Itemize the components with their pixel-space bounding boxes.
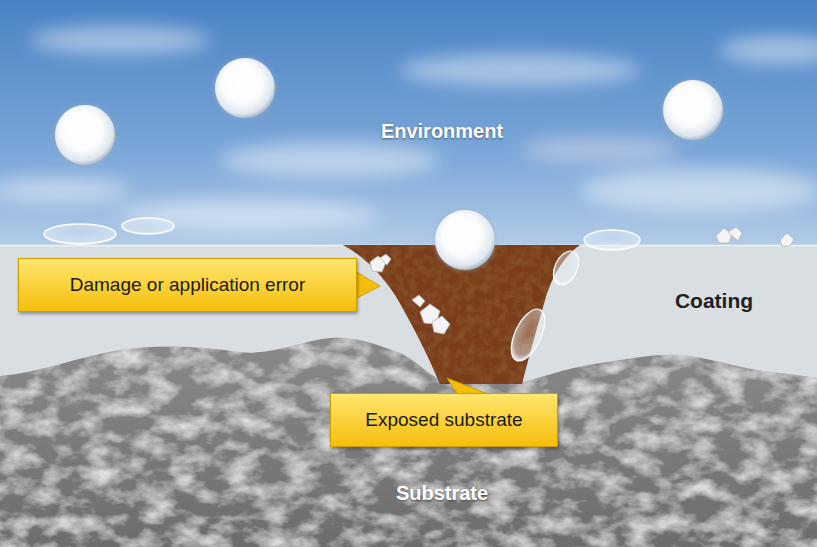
salt-crystals bbox=[370, 227, 794, 334]
region-label: Substrate bbox=[396, 482, 488, 505]
coating-band bbox=[0, 245, 817, 547]
callout-box: Damage or application error bbox=[18, 258, 357, 312]
region-label: Environment bbox=[381, 120, 503, 143]
callout-box: Exposed substrate bbox=[330, 393, 558, 447]
clouds bbox=[0, 26, 817, 231]
callout-text: Exposed substrate bbox=[365, 409, 522, 431]
substrate-band bbox=[0, 338, 817, 547]
sky-band bbox=[0, 0, 817, 250]
callout-text: Damage or application error bbox=[70, 274, 306, 296]
water-spheres bbox=[54, 57, 724, 271]
callout-pointers bbox=[355, 271, 490, 395]
region-label: Coating bbox=[675, 289, 753, 313]
